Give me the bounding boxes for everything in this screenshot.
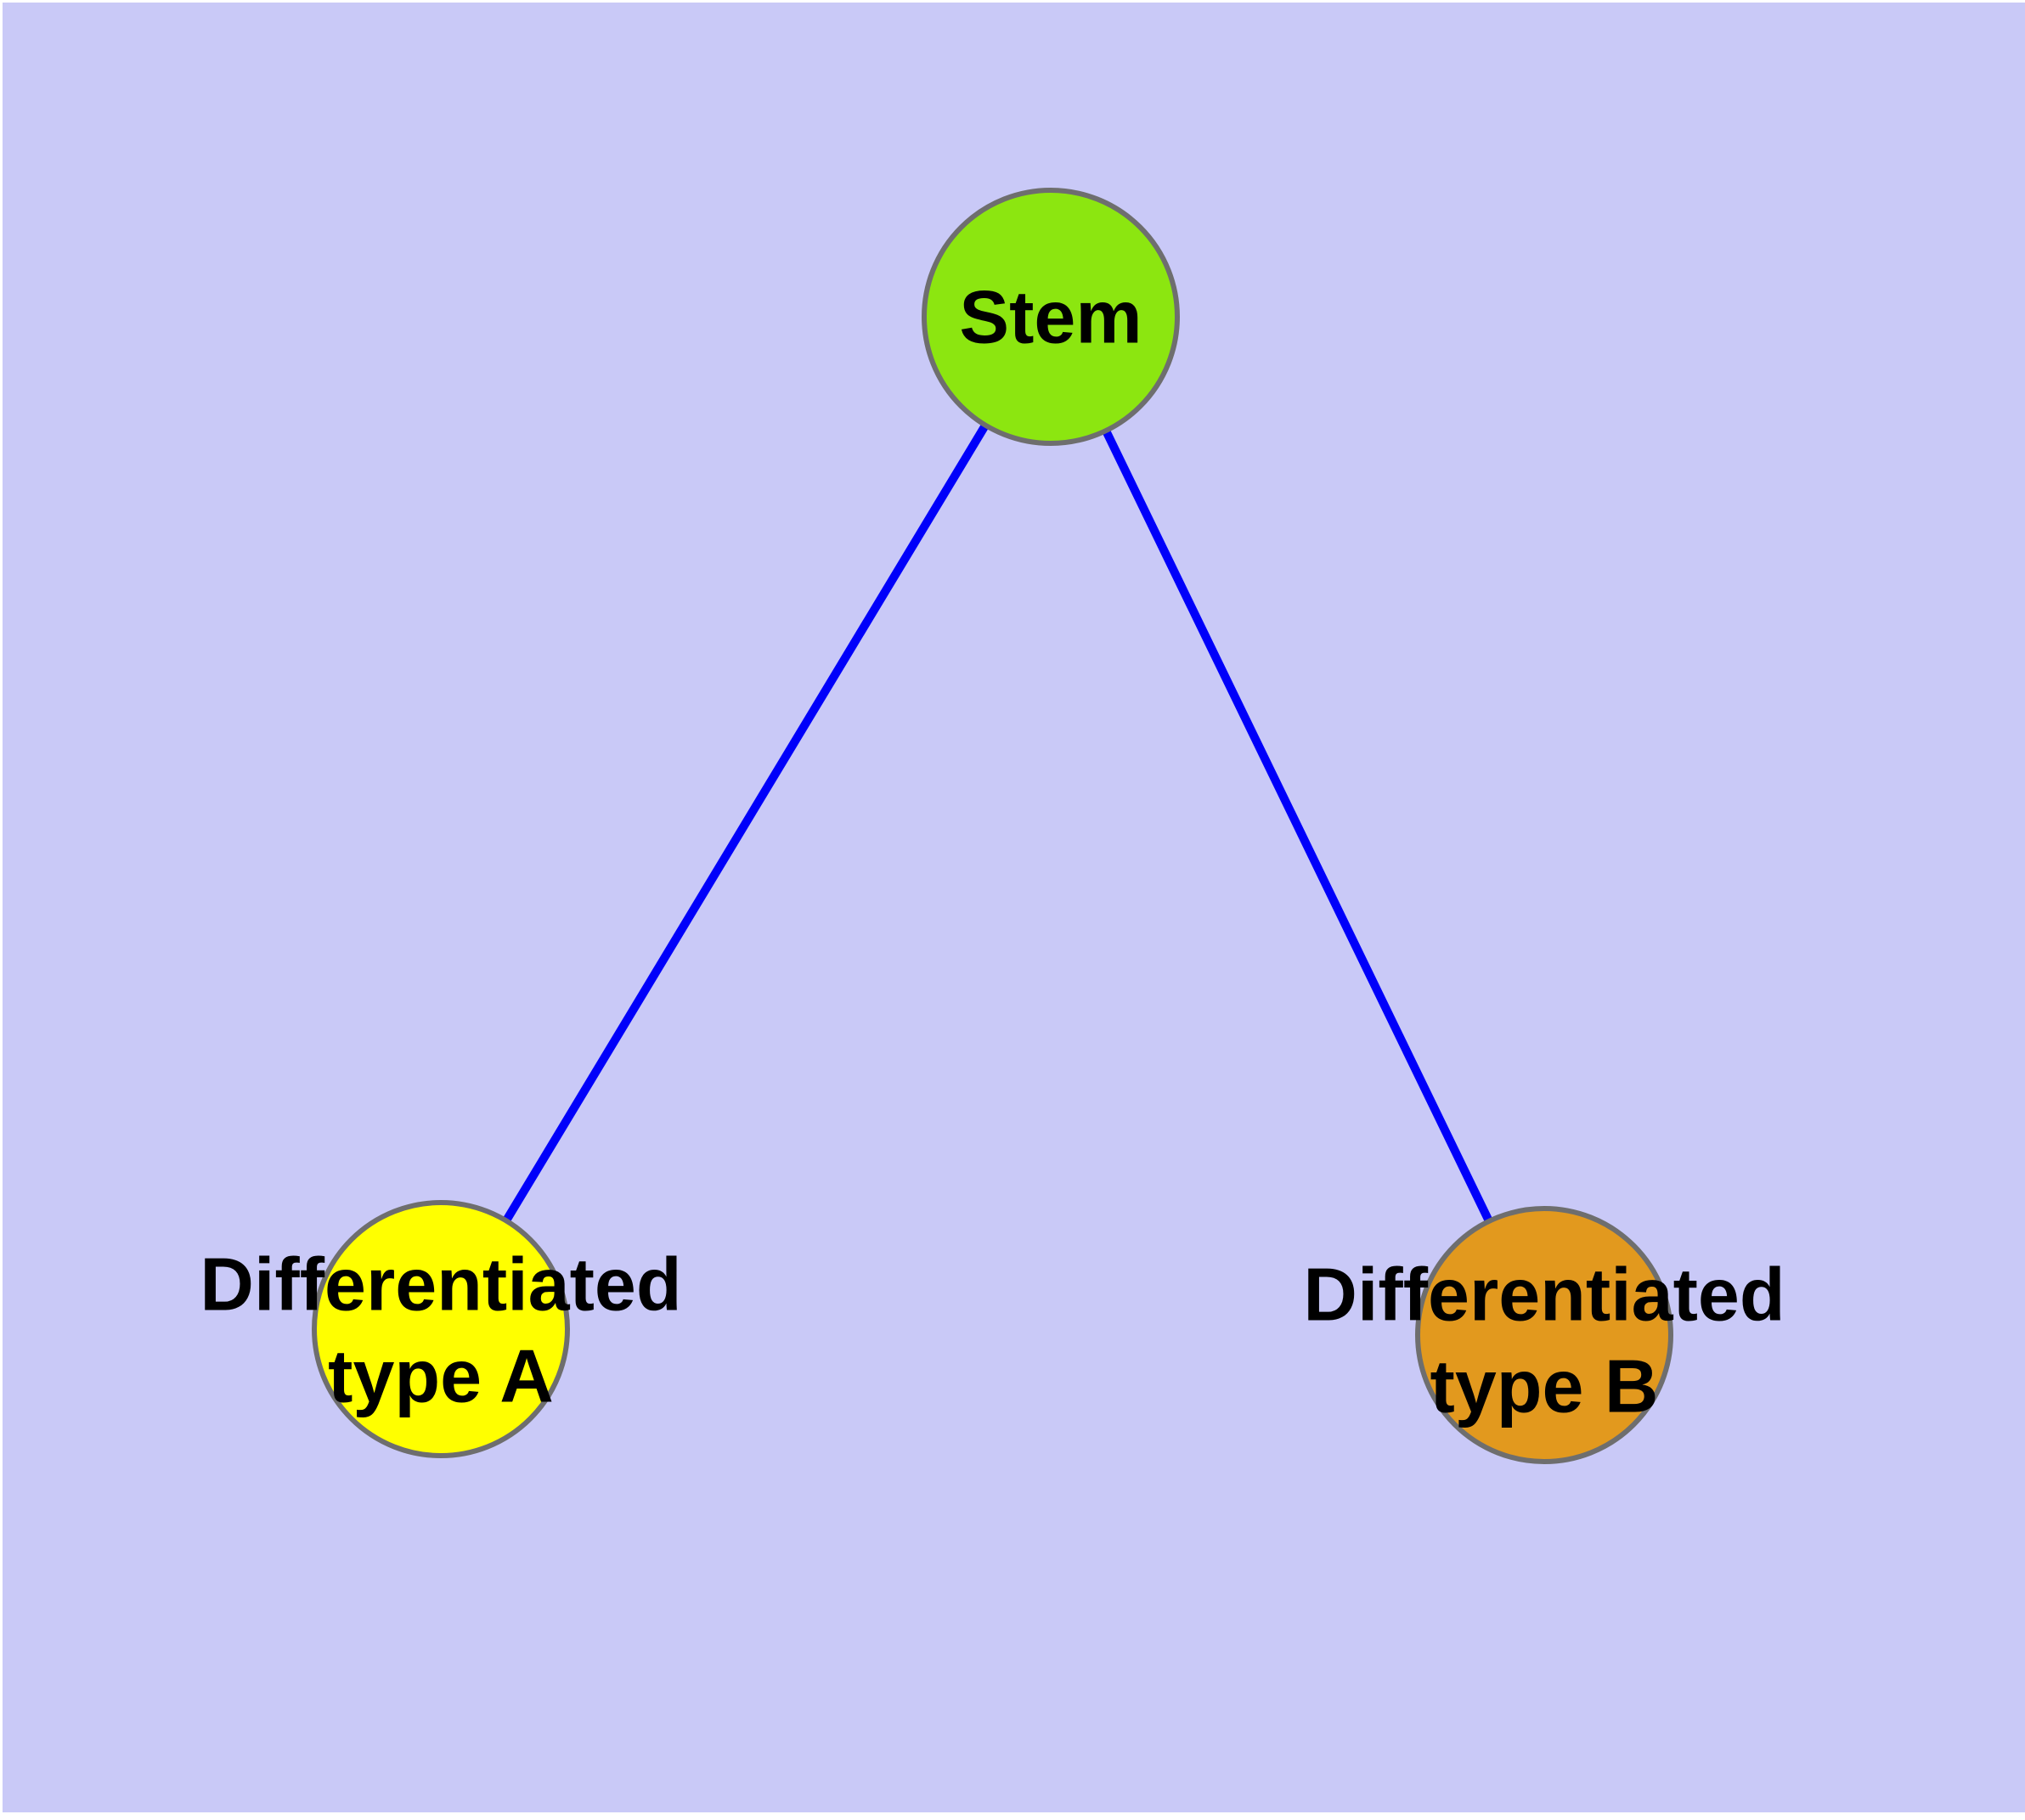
node-type-a-label-line1: Differentiated — [200, 1242, 681, 1327]
edge-stem-to-type-b — [1046, 314, 1548, 1338]
node-stem-label: Stem — [959, 275, 1142, 359]
node-differentiated-type-a — [312, 1200, 570, 1458]
node-type-b-label-line2: type B — [1430, 1344, 1659, 1428]
node-type-b-label-line1: Differentiated — [1303, 1253, 1785, 1337]
node-differentiated-type-b — [1415, 1206, 1673, 1464]
node-type-a-label-line2: type A — [328, 1334, 554, 1418]
node-stem — [922, 188, 1180, 446]
edge-stem-to-type-a — [437, 314, 1055, 1332]
